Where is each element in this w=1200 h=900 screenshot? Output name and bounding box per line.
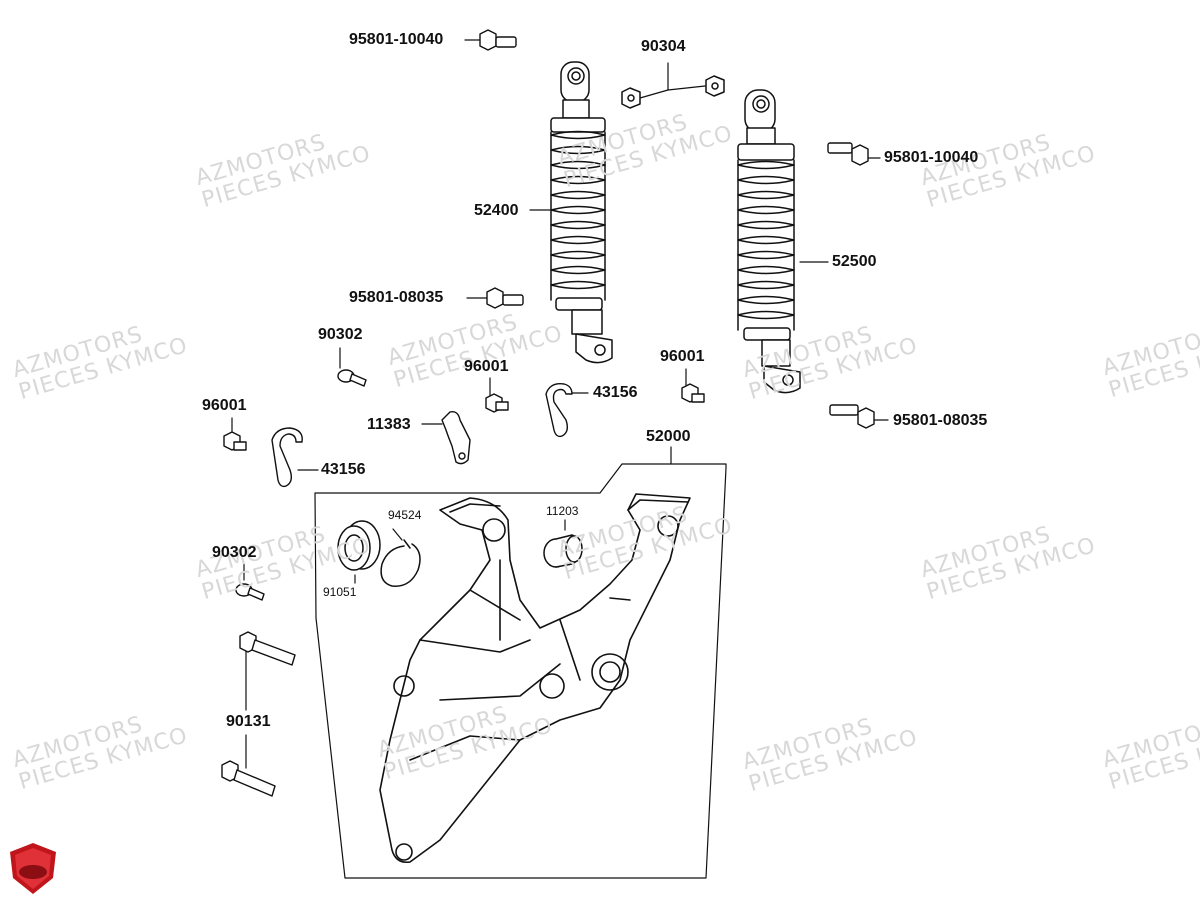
part-label-11383: 11383 xyxy=(367,416,411,433)
collar-icon xyxy=(543,534,583,568)
part-label-90131: 90131 xyxy=(226,713,271,730)
part-label-96001-left: 96001 xyxy=(202,397,247,414)
screw-icon xyxy=(223,369,705,601)
bolt-icon xyxy=(221,29,875,797)
part-label-43156-right: 43156 xyxy=(593,384,638,401)
part-label-52400: 52400 xyxy=(474,202,519,219)
part-label-52000: 52000 xyxy=(646,428,691,445)
part-label-95801-10040-top: 95801-10040 xyxy=(349,31,444,48)
bearing-icon xyxy=(337,520,381,571)
shock-absorber-left-icon xyxy=(550,61,613,364)
nut-icon xyxy=(621,75,725,109)
part-label-95801-10040-right: 95801-10040 xyxy=(884,149,979,166)
part-label-96001-center: 96001 xyxy=(464,358,509,375)
part-label-90302-upper: 90302 xyxy=(318,326,363,343)
part-label-94524: 94524 xyxy=(388,508,422,522)
part-label-90304: 90304 xyxy=(641,38,686,55)
part-label-43156-left: 43156 xyxy=(321,461,366,478)
swing-arm-icon xyxy=(379,493,691,864)
shock-absorber-right-icon xyxy=(737,89,801,394)
part-label-91051: 91051 xyxy=(323,585,357,599)
part-label-95801-08035-left: 95801-08035 xyxy=(349,289,444,306)
part-label-90302-lower: 90302 xyxy=(212,544,257,561)
azmotors-logo xyxy=(10,843,56,894)
part-label-95801-08035-right: 95801-08035 xyxy=(893,412,988,429)
part-label-52500: 52500 xyxy=(832,253,877,270)
leader-lines xyxy=(231,39,889,879)
circlip-icon xyxy=(380,539,421,587)
part-label-11203: 11203 xyxy=(546,504,579,518)
part-label-96001-right: 96001 xyxy=(660,348,705,365)
clamp-icon xyxy=(271,383,573,488)
